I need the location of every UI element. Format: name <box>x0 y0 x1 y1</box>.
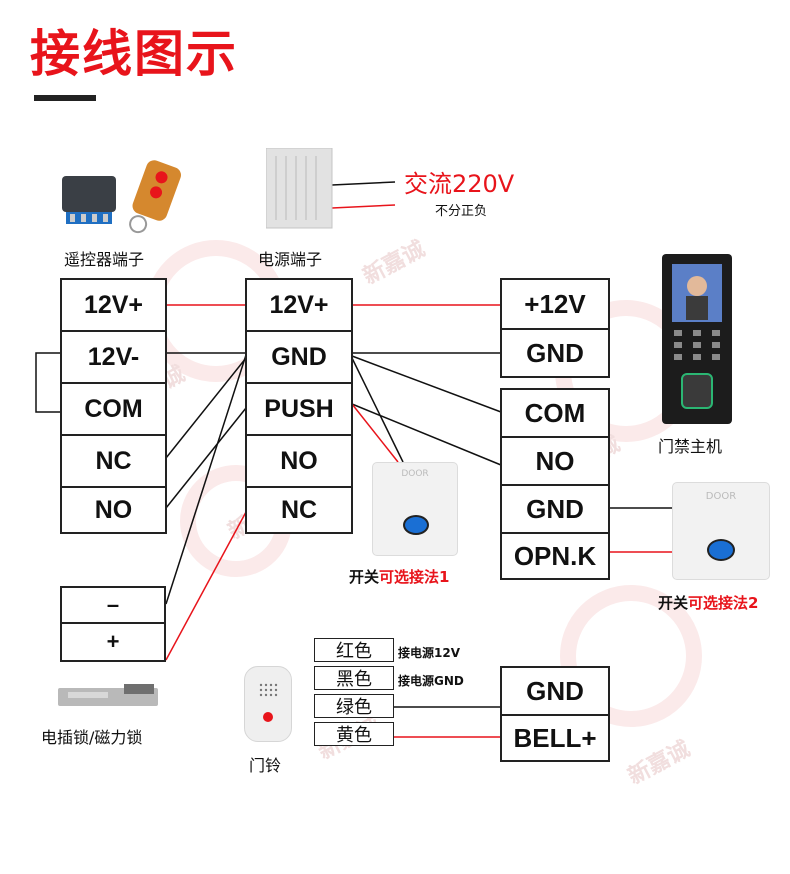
doorbell-label: 门铃 <box>249 756 282 775</box>
exit-switch-2: DOOR <box>672 482 770 580</box>
access-controller-label: 门禁主机 <box>658 437 723 456</box>
ac-input-label: 交流220V <box>404 170 515 198</box>
remote-receiver-image <box>60 176 120 226</box>
doorbell-image <box>244 666 292 742</box>
switch2-label-prefix: 开关 <box>658 594 689 612</box>
wire-remote-no <box>165 407 247 509</box>
switch2-door-text: DOOR <box>705 491 737 502</box>
page-title: 接线图示 <box>30 25 238 83</box>
wire-remote-nc <box>165 357 247 459</box>
wire-switch1-push <box>351 403 399 463</box>
lock-terminal-plus: + <box>60 622 166 662</box>
controller-signal-terminal-block: COM NO GND OPN.K <box>500 388 610 580</box>
remote-label: 遥控器端子 <box>64 250 145 269</box>
exit-switch-1: DOOR <box>372 462 458 556</box>
wire-lock-plus <box>165 511 247 661</box>
switch1-label: 开关可选接法1 <box>349 566 449 587</box>
remote-terminal-12v-plus: 12V+ <box>60 278 167 332</box>
ac-wire-red <box>331 204 396 209</box>
remote-terminal-12v-minus: 12V- <box>60 330 167 384</box>
controller-terminal-12v: +12V <box>500 278 610 330</box>
ac-wire-black <box>331 181 396 186</box>
title-underline <box>34 95 96 101</box>
lock-label: 电插锁/磁力锁 <box>41 728 143 747</box>
bell-terminal-bell-plus: BELL+ <box>500 714 610 762</box>
lock-terminal-minus: – <box>60 586 166 624</box>
psu-terminal-12v-plus: 12V+ <box>245 278 353 332</box>
switch2-label-option: 可选接法2 <box>688 594 759 612</box>
remote-terminal-block: 12V+ 12V- COM NC NO <box>60 278 167 534</box>
psu-terminal-no: NO <box>245 434 353 488</box>
bell-note-gnd: 接电源GND <box>398 674 464 688</box>
wire-controller-no <box>351 403 502 466</box>
controller-terminal-no: NO <box>500 436 610 486</box>
bell-wire-black: 黑色 <box>314 666 394 690</box>
wire-remote-com-loop <box>35 352 60 413</box>
ac-note-label: 不分正负 <box>435 204 488 219</box>
power-supply-image <box>265 147 334 229</box>
power-supply-label: 电源端子 <box>258 250 323 269</box>
remote-terminal-no: NO <box>60 486 167 534</box>
switch2-label: 开关可选接法2 <box>658 592 758 613</box>
switch2-button <box>707 539 735 561</box>
bell-terminal-block: GND BELL+ <box>500 666 610 762</box>
switch1-door-text: DOOR <box>401 469 429 479</box>
controller-power-terminal-block: +12V GND <box>500 278 610 378</box>
controller-terminal-gnd2: GND <box>500 484 610 534</box>
lock-image <box>58 684 158 708</box>
bell-note-12v: 接电源12V <box>398 646 460 660</box>
wire-switch1-gnd <box>351 357 404 463</box>
psu-terminal-push: PUSH <box>245 382 353 436</box>
remote-terminal-com: COM <box>60 382 167 436</box>
switch1-button <box>403 515 429 535</box>
controller-terminal-gnd: GND <box>500 328 610 378</box>
access-controller-image <box>662 254 732 424</box>
remote-terminal-nc: NC <box>60 434 167 488</box>
wire-lock-minus <box>165 354 247 605</box>
switch1-label-prefix: 开关 <box>349 568 380 586</box>
lock-terminal-block: – + <box>60 586 166 662</box>
psu-terminal-nc: NC <box>245 486 353 534</box>
switch1-label-option: 可选接法1 <box>379 568 450 586</box>
bell-terminal-gnd: GND <box>500 666 610 716</box>
wire-controller-com <box>351 355 502 413</box>
controller-terminal-opnk: OPN.K <box>500 532 610 580</box>
bell-wire-red: 红色 <box>314 638 394 662</box>
bell-wire-green: 绿色 <box>314 694 394 718</box>
bell-wire-yellow: 黄色 <box>314 722 394 746</box>
psu-terminal-gnd: GND <box>245 330 353 384</box>
controller-terminal-com: COM <box>500 388 610 438</box>
remote-keyfob-image <box>118 158 190 238</box>
psu-terminal-block: 12V+ GND PUSH NO NC <box>245 278 353 534</box>
